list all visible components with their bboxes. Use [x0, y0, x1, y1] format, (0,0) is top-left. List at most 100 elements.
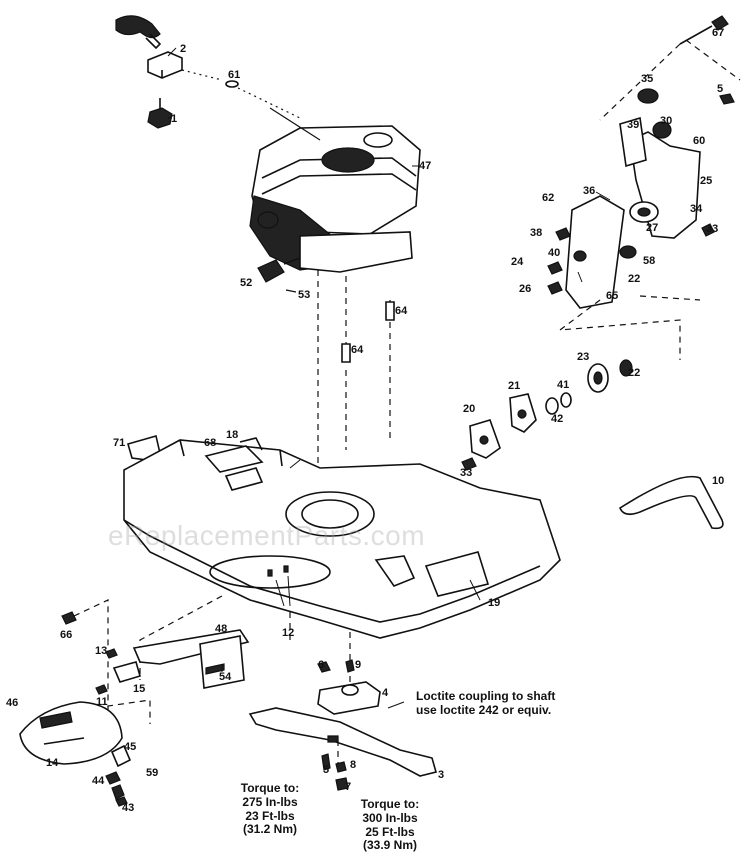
- callout-64b: 64: [351, 344, 364, 356]
- callout-67: 67: [712, 27, 725, 39]
- pin-part-9: [345, 659, 355, 673]
- callout-5-bottom: 5: [323, 764, 330, 776]
- callout-11: 11: [96, 696, 108, 708]
- callout-35: 35: [641, 73, 654, 85]
- callout-60: 60: [693, 135, 706, 147]
- callout-71: 71: [113, 437, 126, 449]
- callout-12: 12: [282, 627, 295, 639]
- callout-9: 9: [355, 659, 362, 671]
- loctite-note-line-1: Loctite coupling to shaft: [416, 689, 556, 703]
- plate-part-46: [19, 701, 123, 765]
- torque-b-ft-lbs: 25 Ft-lbs: [365, 824, 415, 839]
- fuel-part-52: [257, 257, 301, 283]
- callout-2: 2: [180, 43, 187, 55]
- brake-assembly: [547, 116, 715, 309]
- callout-8: 8: [350, 759, 357, 771]
- callout-22-top: 22: [628, 273, 641, 285]
- callout-1: 1: [171, 113, 178, 125]
- callout-13: 13: [95, 645, 108, 657]
- callout-33-mid: 33: [460, 467, 473, 479]
- plate-part-20: [469, 419, 501, 459]
- torque-a-ft-lbs: 23 Ft-lbs: [245, 808, 295, 823]
- washer-part-5: [321, 753, 331, 771]
- callout-53: 53: [298, 289, 311, 301]
- screw-part-53: [285, 289, 297, 293]
- callout-18: 18: [226, 429, 239, 441]
- callout-66: 66: [60, 629, 73, 641]
- nut-part-13: [105, 648, 118, 659]
- callout-27: 27: [646, 222, 659, 234]
- callout-48: 48: [215, 623, 228, 635]
- callout-25: 25: [700, 175, 713, 187]
- callout-61: 61: [228, 69, 241, 81]
- callout-7: 7: [345, 781, 352, 793]
- callout-19: 19: [488, 597, 501, 609]
- callout-42: 42: [551, 413, 564, 425]
- torque-a-heading: Torque to:: [240, 781, 300, 795]
- bracket-part-2: [147, 51, 183, 79]
- callout-34: 34: [690, 203, 703, 215]
- bolt-part-66: [61, 599, 109, 718]
- washer-part-42: [545, 397, 559, 415]
- callout-26: 26: [519, 283, 532, 295]
- callout-33-top: 33: [706, 223, 719, 235]
- pulley-part-23: [587, 363, 609, 393]
- loctite-note-line-2: use loctite 242 or equiv.: [416, 702, 552, 717]
- callout-23: 23: [577, 351, 590, 363]
- callout-64a: 64: [395, 305, 408, 317]
- loctite-note: Loctite coupling to shaft use loctite 24…: [416, 689, 556, 718]
- screw-part-5: [719, 93, 735, 105]
- callout-21: 21: [508, 380, 521, 392]
- callout-39: 39: [627, 119, 640, 131]
- callout-62: 62: [542, 192, 555, 204]
- torque-a-in-lbs: 275 In-lbs: [242, 794, 298, 809]
- bolt-part-64b: [341, 343, 351, 363]
- callout-30: 30: [660, 115, 673, 127]
- torque-b-heading: Torque to:: [360, 797, 420, 811]
- torque-b-in-lbs: 300 In-lbs: [362, 810, 418, 825]
- callout-52: 52: [240, 277, 253, 289]
- bolt-part-7: [335, 777, 349, 791]
- callout-36: 36: [583, 185, 596, 197]
- nut-part-6: [317, 661, 331, 673]
- callout-54: 54: [219, 671, 232, 683]
- bolt-part-33b: [461, 457, 477, 471]
- bolt-part-64a: [385, 301, 395, 321]
- callout-47: 47: [419, 160, 432, 172]
- callout-44: 44: [92, 775, 105, 787]
- deflector-part-44-45: [105, 744, 132, 807]
- callout-40: 40: [548, 247, 561, 259]
- bolt-part-1: [147, 98, 173, 129]
- callout-65: 65: [606, 290, 619, 302]
- callout-68: 68: [204, 437, 217, 449]
- mower-deck: [123, 437, 561, 639]
- callout-3: 3: [438, 769, 445, 781]
- callout-5-top: 5: [717, 83, 724, 95]
- callout-41: 41: [557, 379, 570, 391]
- bracket-part-15: [112, 661, 141, 683]
- handle-knob: [115, 15, 162, 50]
- callout-24: 24: [511, 256, 524, 268]
- callout-38: 38: [530, 227, 543, 239]
- callout-20: 20: [463, 403, 476, 415]
- watermark: eReplacementParts.com: [108, 520, 426, 551]
- callout-59: 59: [146, 767, 159, 779]
- bolt-part-67: [679, 15, 729, 45]
- washer-part-41: [560, 392, 572, 408]
- callout-46: 46: [6, 697, 19, 709]
- callout-22-mid: 22: [628, 367, 641, 379]
- callout-6: 6: [318, 659, 325, 671]
- callout-15: 15: [133, 683, 146, 695]
- torque-b-nm: (33.9 Nm): [362, 838, 418, 853]
- torque-note-blade-bolt-a: Torque to: 275 In-lbs 23 Ft-lbs (31.2 Nm…: [226, 781, 314, 837]
- callout-45: 45: [124, 741, 137, 753]
- washer-part-61: [225, 80, 239, 88]
- plate-part-21: [509, 393, 537, 433]
- torque-a-nm: (31.2 Nm): [242, 822, 298, 837]
- callout-14: 14: [46, 757, 59, 769]
- torque-note-blade-bolt-b: Torque to: 300 In-lbs 25 Ft-lbs (33.9 Nm…: [344, 797, 436, 853]
- bracket-part-48: [132, 629, 250, 689]
- engine: [249, 107, 421, 273]
- callout-43: 43: [122, 802, 135, 814]
